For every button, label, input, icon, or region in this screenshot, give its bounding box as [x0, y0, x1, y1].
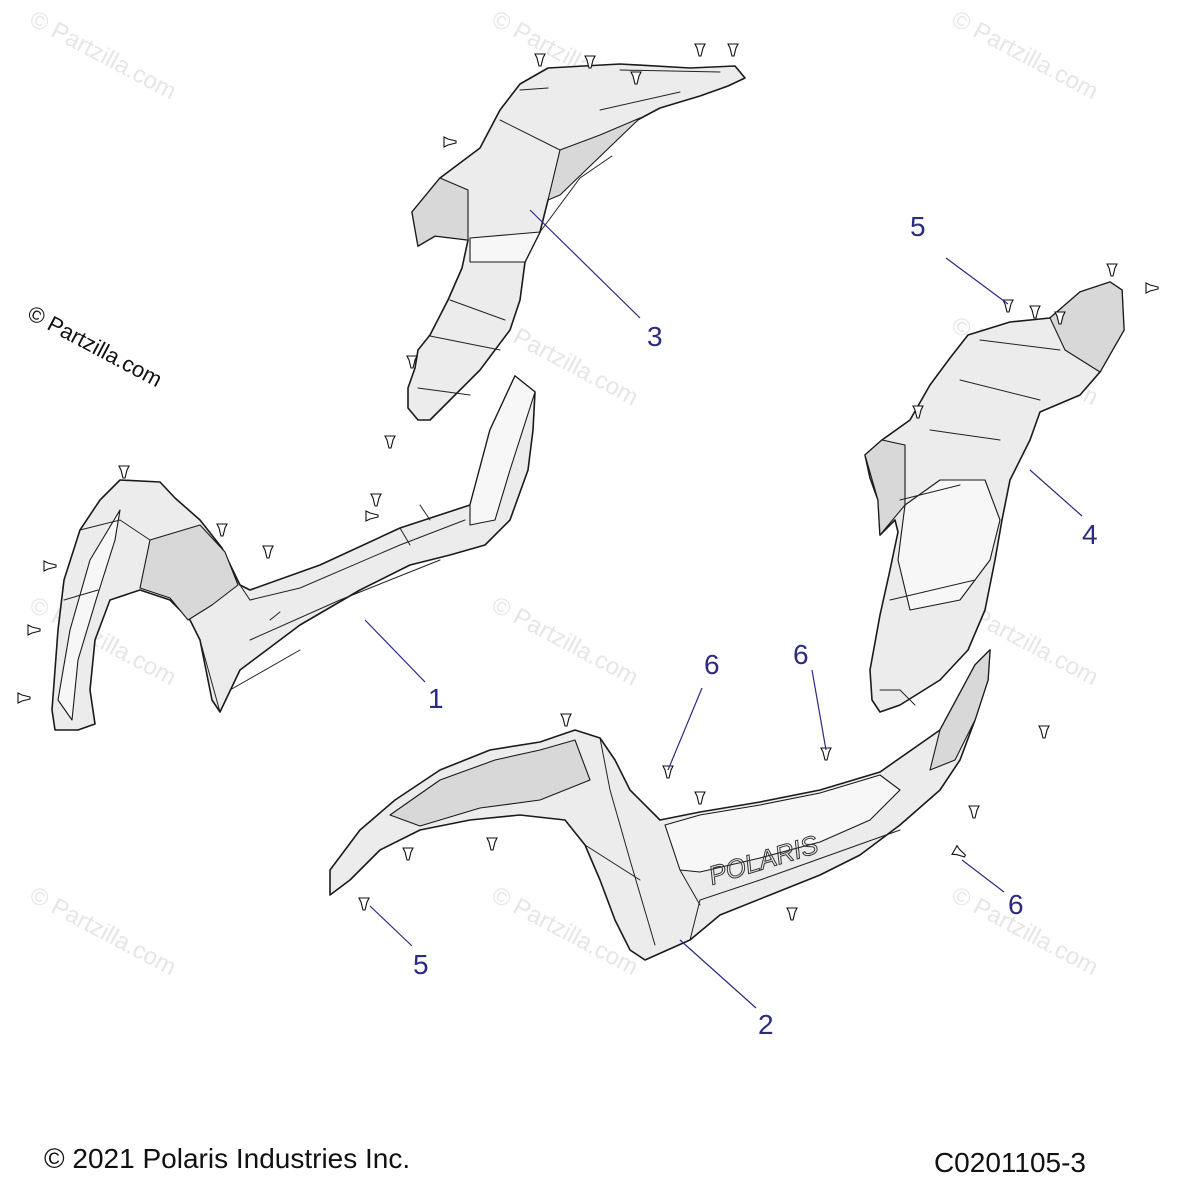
screw-icon [1054, 311, 1066, 325]
screw-icon [1002, 299, 1014, 313]
screw-icon [370, 493, 382, 507]
callout-label: 4 [1082, 519, 1098, 550]
watermark: © Partzilla.com [947, 881, 1102, 981]
callout-label: 2 [758, 1009, 774, 1040]
part-rear-left-fender-panel [407, 63, 746, 421]
leader-line [369, 905, 413, 947]
screw-icon [1145, 282, 1159, 294]
part-rear-right-fender-panel [864, 281, 1125, 713]
screw-icon [358, 897, 370, 911]
watermark-prominent: © Partzilla.com [24, 300, 167, 392]
screw-icon [694, 43, 706, 57]
callout-label: 1 [428, 683, 444, 714]
screw-icon [727, 43, 739, 57]
copyright-text: © 2021 Polaris Industries Inc. [44, 1143, 410, 1174]
screw-icon [630, 71, 642, 85]
callout-label: 5 [413, 949, 429, 980]
screw-icon [1029, 305, 1041, 319]
screw-icon [118, 465, 130, 479]
callout-label: 6 [704, 649, 720, 680]
screw-icon [384, 435, 396, 449]
leader-line [679, 939, 757, 1009]
screw-icon [406, 355, 418, 369]
part-front-left-rocker-fender [51, 375, 536, 731]
screw-icon [27, 624, 41, 636]
screw-icon [560, 713, 572, 727]
diagram-code: C0201105-3 [934, 1147, 1086, 1178]
screw-icon [694, 791, 706, 805]
leader-lines [364, 209, 1083, 1009]
screw-icon [584, 55, 596, 69]
callout-label: 6 [1008, 889, 1024, 920]
leader-line [364, 619, 426, 683]
callout-label: 3 [647, 321, 663, 352]
leader-line [667, 687, 703, 771]
watermark: © Partzilla.com [25, 5, 180, 105]
watermark: © Partzilla.com [25, 881, 180, 981]
screw-icon [534, 53, 546, 67]
screw-icon [402, 847, 414, 861]
screw-icon [968, 805, 980, 819]
screw-icon [486, 837, 498, 851]
leader-line [945, 257, 1009, 305]
screw-icon [1038, 725, 1050, 739]
leader-line [1029, 469, 1083, 517]
screw-icon [662, 765, 674, 779]
watermark: © Partzilla.com [487, 591, 642, 691]
screw-icon [820, 747, 832, 761]
callout-label: 6 [793, 639, 809, 670]
callouts: 1 2 3 4 5 6 6 5 6 [413, 211, 1098, 1040]
fastener-group [17, 43, 1159, 921]
screw-icon [443, 136, 457, 148]
part-front-right-rocker-fender: POLARIS [329, 649, 991, 961]
leader-line [811, 669, 827, 751]
screw-icon [1106, 263, 1118, 277]
callout-label: 5 [910, 211, 926, 242]
screw-icon [17, 692, 31, 704]
screw-icon [216, 523, 228, 537]
screw-icon [365, 510, 379, 522]
screw-icon [786, 907, 798, 921]
screw-icon [43, 560, 57, 572]
screw-icon [951, 844, 967, 858]
screw-icon [262, 545, 274, 559]
leader-line [529, 209, 641, 319]
leader-line [961, 859, 1005, 893]
screw-icon [912, 405, 924, 419]
watermark: © Partzilla.com [947, 5, 1102, 105]
